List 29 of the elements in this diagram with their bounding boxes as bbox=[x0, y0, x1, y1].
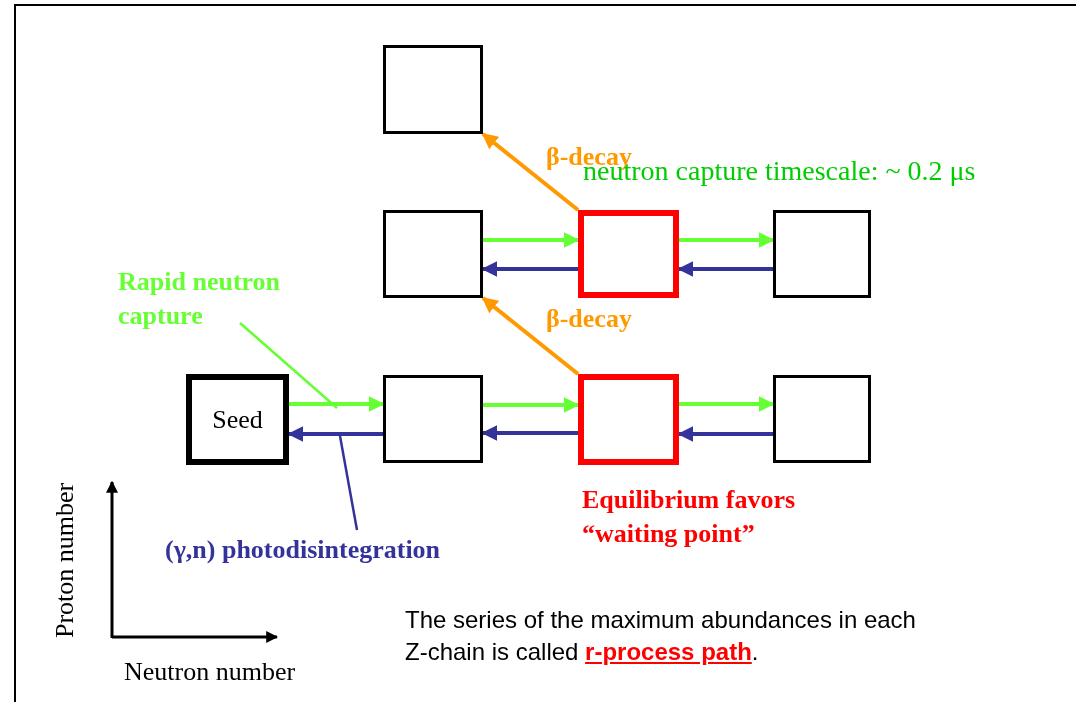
nuclide-box: Seed bbox=[186, 374, 289, 465]
nuclide-box bbox=[383, 45, 483, 134]
arrow bbox=[483, 397, 580, 413]
arrow bbox=[289, 396, 385, 412]
arrow bbox=[483, 232, 580, 248]
axis-title: Proton number bbox=[50, 482, 80, 638]
nuclide-box bbox=[383, 375, 483, 463]
waiting-point-note: Equilibrium favors “waiting point” bbox=[582, 484, 797, 550]
arrow bbox=[677, 261, 773, 277]
axis-title: Neutron number bbox=[124, 657, 296, 687]
edge-label: β-decay bbox=[546, 303, 632, 335]
nuclide-box bbox=[773, 210, 871, 298]
arrow bbox=[679, 396, 775, 412]
arrow bbox=[677, 426, 773, 442]
arrow bbox=[287, 426, 383, 442]
annotation-text: (γ,n) photodisintegration bbox=[165, 533, 545, 567]
arrow bbox=[481, 132, 580, 212]
arrow bbox=[481, 261, 578, 277]
nuclide-box bbox=[578, 210, 679, 298]
leader-line bbox=[239, 322, 338, 409]
nuclide-box bbox=[383, 210, 483, 298]
arrow bbox=[481, 296, 580, 376]
nuclide-box bbox=[773, 375, 871, 463]
leader-line bbox=[338, 435, 359, 531]
arrow bbox=[481, 425, 578, 441]
nuclide-box bbox=[578, 374, 679, 465]
annotation-text: Rapid neutron capture bbox=[118, 265, 338, 333]
arrow bbox=[679, 232, 775, 248]
summary-text: The series of the maximum abundances in each Z-chain is called r-process path. bbox=[405, 605, 917, 667]
